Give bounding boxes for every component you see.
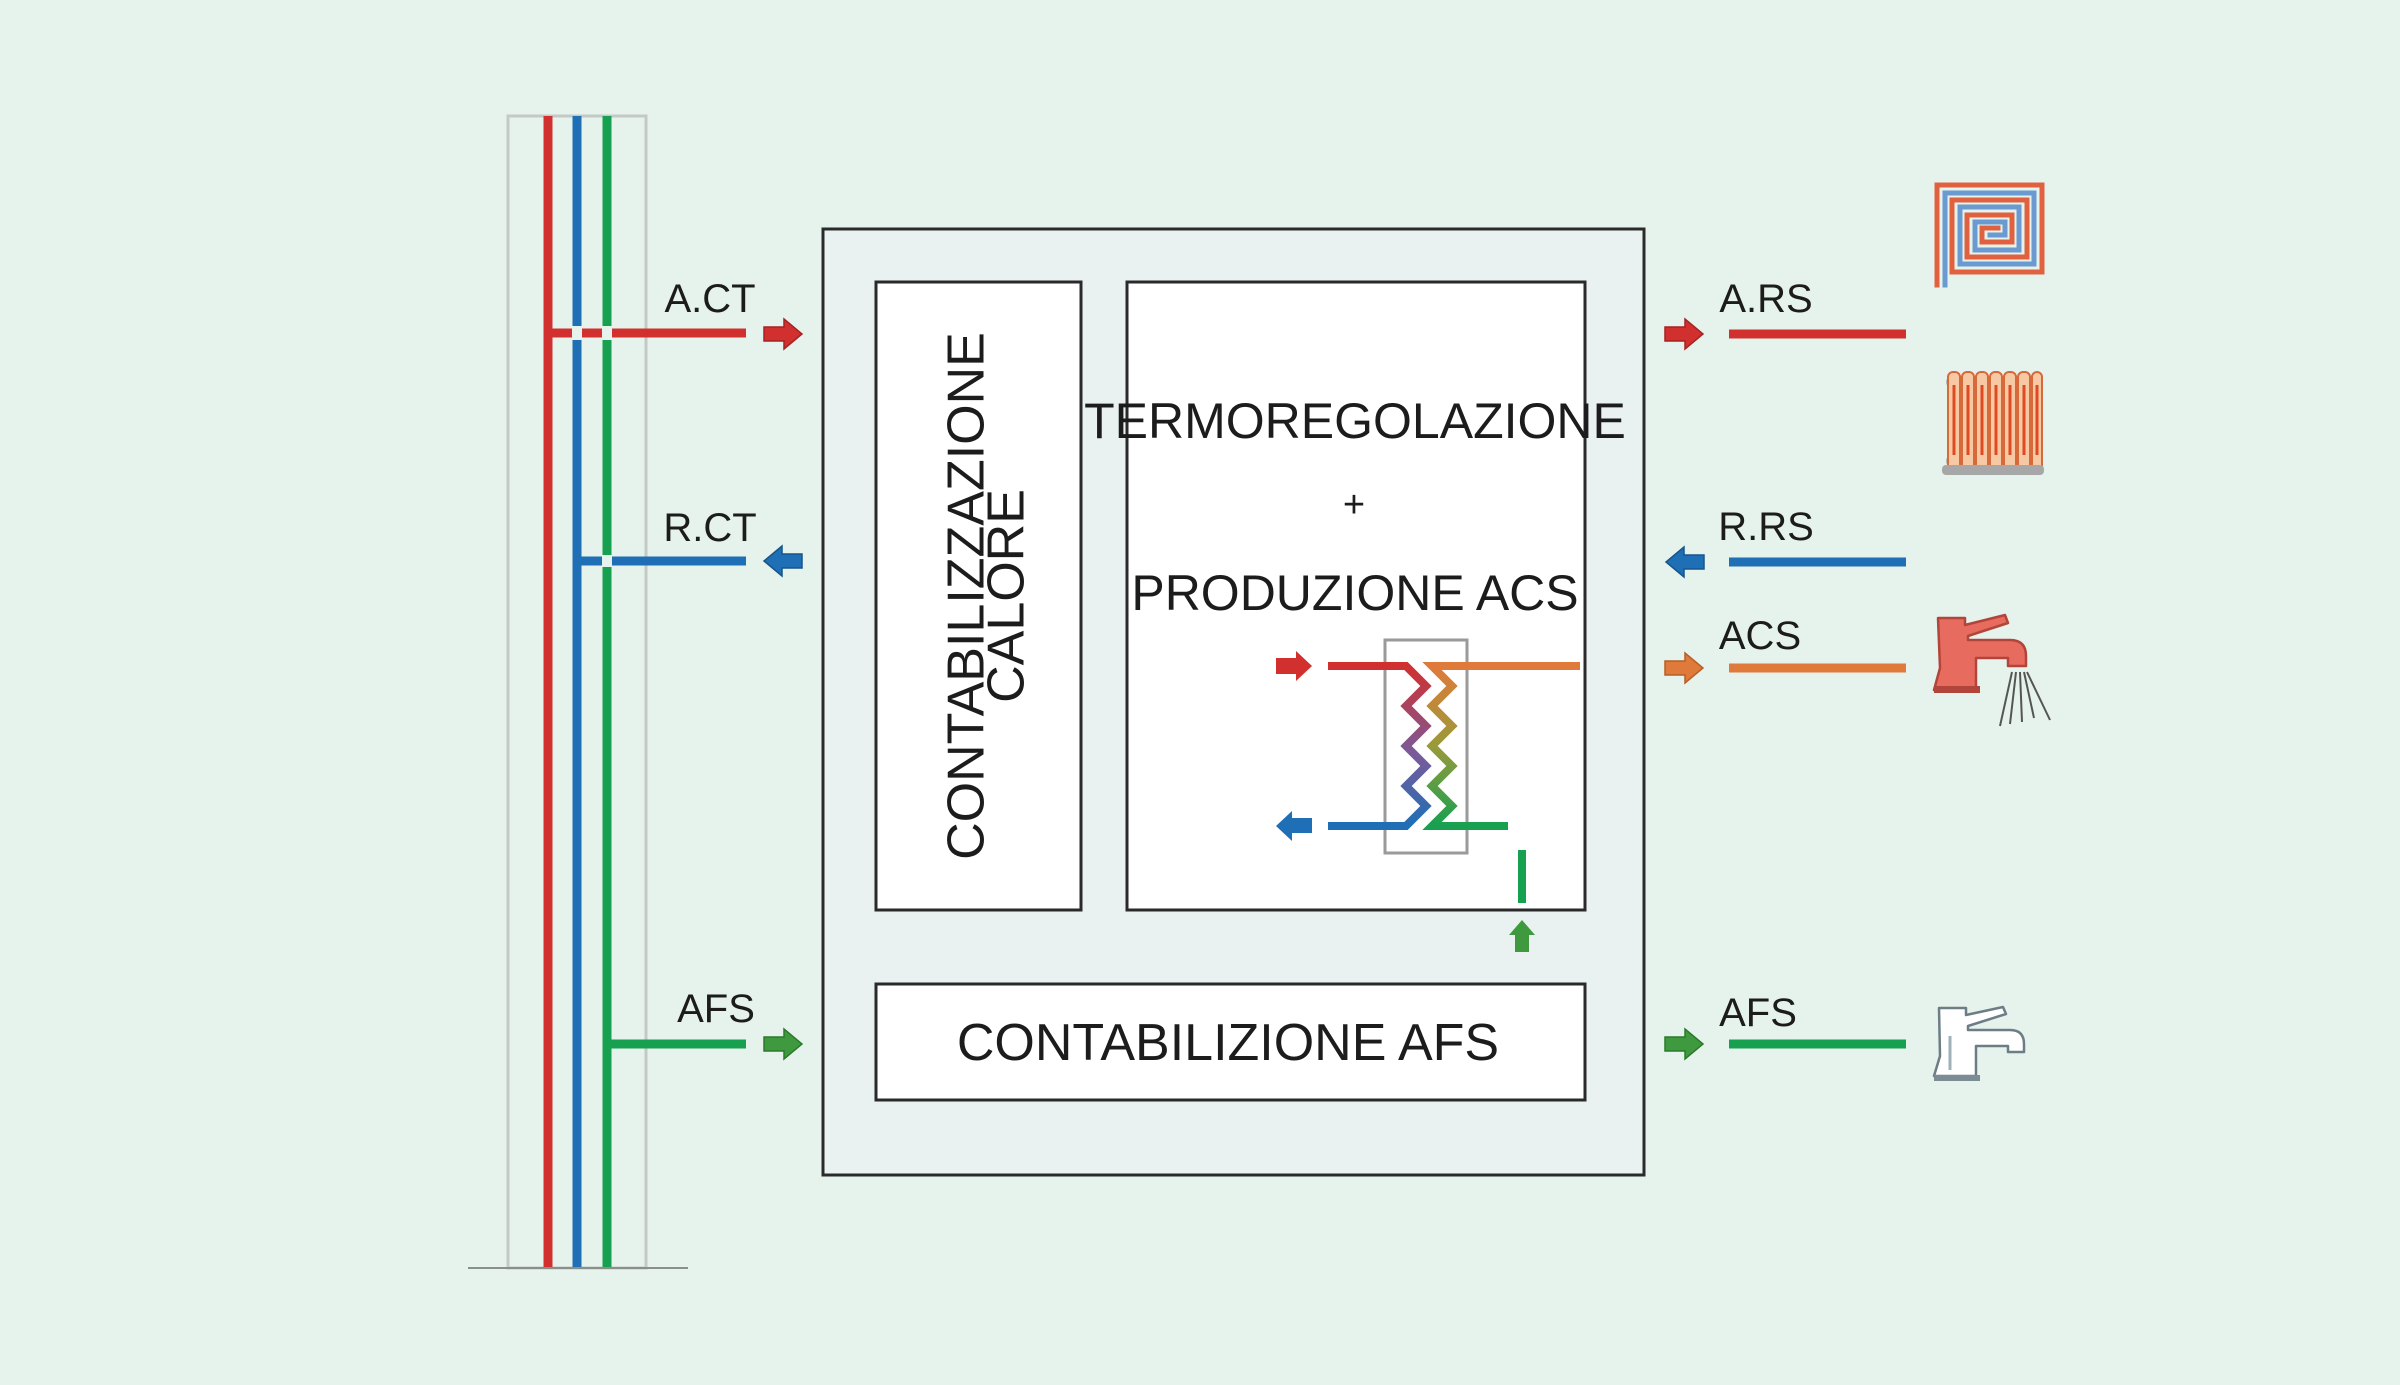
hot-water-tap-icon [1932, 613, 2051, 727]
radiator-icon [1942, 371, 2044, 475]
thermoregulation-block [1125, 280, 1587, 912]
plate-heat-exchanger-icon [1276, 638, 1580, 952]
label-act: A.CT [664, 277, 755, 321]
label-afs-in: AFS [677, 987, 755, 1031]
branch-rct [577, 555, 746, 567]
cold-water-metering-block [874, 982, 1587, 1102]
label-acs: ACS [1719, 614, 1801, 658]
heat-metering-block [874, 280, 1083, 912]
arrow-right-icon [1664, 651, 1705, 685]
cold-water-tap-icon [1932, 1005, 2026, 1081]
arrow-right-icon [763, 317, 804, 351]
branch-act [548, 326, 746, 340]
label-rrs: R.RS [1718, 505, 1814, 549]
thermoregulation-plus: + [1343, 484, 1365, 526]
arrow-left-icon [762, 544, 803, 578]
arrow-right-icon [1664, 1027, 1705, 1061]
heat-metering-line2: CALORE [978, 489, 1036, 703]
floor-heating-coil-icon [1934, 182, 2045, 288]
arrow-right-icon [763, 1027, 804, 1061]
riser-column [468, 114, 688, 1270]
label-afs-out: AFS [1719, 991, 1797, 1035]
cold-water-metering-title: CONTABILIZIONE AFS [957, 1014, 1499, 1072]
label-rct: R.CT [663, 506, 756, 550]
acs-production-title: PRODUZIONE ACS [1131, 565, 1578, 621]
thermoregulation-title: TERMOREGOLAZIONE [1084, 393, 1626, 449]
arrow-left-icon [1664, 545, 1705, 579]
label-ars: A.RS [1719, 277, 1812, 321]
arrow-right-icon [1664, 317, 1705, 351]
heat-metering-line1: CONTABILIZZAZIONE [938, 332, 996, 860]
